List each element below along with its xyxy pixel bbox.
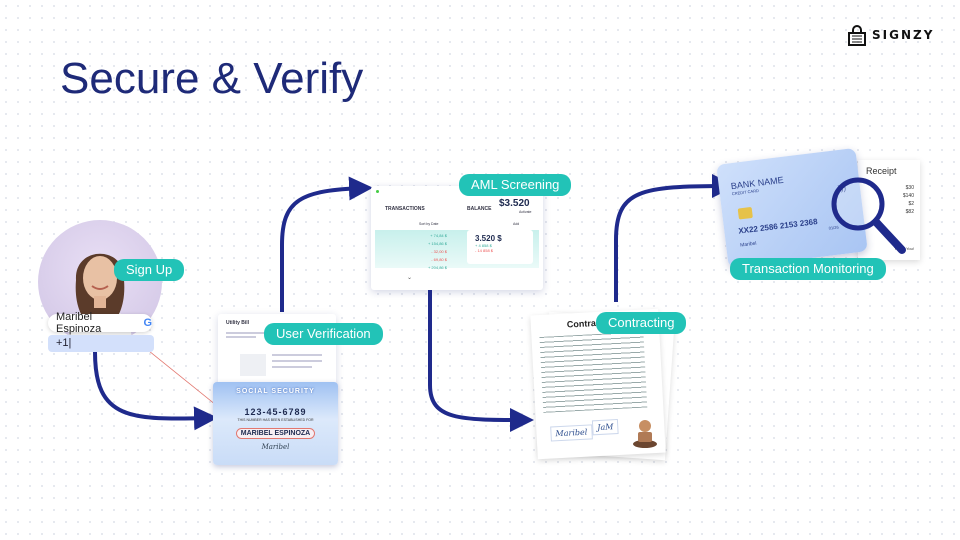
aml-summary-value: 3.520 $ xyxy=(475,234,502,243)
connector-aml-to-contract xyxy=(428,290,534,432)
balance-label: BALANCE xyxy=(467,206,492,212)
aml-in-value: + 4 858 $ xyxy=(475,243,492,248)
page-title: Secure & Verify xyxy=(60,54,364,103)
google-icon: G xyxy=(143,317,152,329)
receipt-amount: $140 xyxy=(902,193,914,199)
transaction-amount: - 69,80 $ xyxy=(431,257,447,262)
brand-name: SIGNZY xyxy=(872,28,935,42)
receipt-title: Receipt xyxy=(866,166,897,176)
card-holder: Maribel xyxy=(739,240,757,249)
step-sign-up: Sign Up xyxy=(114,259,185,281)
step-aml-screening: AML Screening xyxy=(459,174,572,196)
receipt-document: Receipt $30 $140 $2 $82 Thank You! xyxy=(858,160,920,260)
step-contracting: Contracting xyxy=(596,312,687,334)
ssn-banner: SOCIAL SECURITY xyxy=(236,388,315,395)
signup-name: Maribel Espinoza xyxy=(56,311,102,335)
utility-bill-title: Utility Bill xyxy=(226,320,250,326)
transaction-amount: + 74,84 $ xyxy=(430,233,447,238)
transaction-amount: + 154,86 $ xyxy=(427,241,447,246)
step-user-verification: User Verification xyxy=(264,323,383,345)
card-number: XX22 2586 2153 2368 xyxy=(737,217,819,236)
contract-document: Contrac Maribel JaM xyxy=(530,308,675,461)
ssn-established-text: THIS NUMBER HAS BEEN ESTABLISHED FOR xyxy=(237,418,314,422)
brand-logo: SIGNZY xyxy=(846,24,934,46)
step-transaction-monitoring: Transaction Monitoring xyxy=(730,258,886,280)
transaction-amount: + 204,86 $ xyxy=(427,265,447,270)
connector-signup-to-verification xyxy=(93,351,218,431)
lock-icon xyxy=(848,25,866,46)
transaction-amount: - 32,00 $ xyxy=(431,249,447,254)
receipt-amount: $30 xyxy=(905,185,914,191)
add-control[interactable]: Add xyxy=(513,222,520,226)
aml-transactions-panel: TRANSACTIONS BALANCE $3.520 Activate Sor… xyxy=(371,186,543,290)
magnifier-icon xyxy=(831,177,906,254)
balance-note: Activate xyxy=(519,210,532,214)
balance-value: $3.520 xyxy=(499,198,530,209)
contract-signature-right: JaM xyxy=(591,418,619,436)
signup-name-field[interactable]: Maribel Espinoza G xyxy=(48,311,152,335)
receipt-amount: $82 xyxy=(905,209,914,215)
contract-signature-left: Maribel xyxy=(550,424,593,442)
ssn-holder-name: MARIBEL ESPINOZA xyxy=(235,428,316,439)
chevron-down-icon[interactable]: ⌄ xyxy=(407,275,413,281)
ssn-number: 123-45-6789 xyxy=(244,407,307,417)
transactions-label: TRANSACTIONS xyxy=(385,206,425,212)
stamp-icon xyxy=(633,420,657,448)
connector-verification-to-aml xyxy=(280,176,373,312)
ssn-signature: Maribel xyxy=(261,443,290,451)
phone-input[interactable]: +1| xyxy=(48,335,154,352)
connector-contract-to-monitoring xyxy=(614,174,736,302)
receipt-amount: $2 xyxy=(908,201,914,207)
aml-out-value: - 14 858 $ xyxy=(475,248,494,253)
card-chip-icon xyxy=(737,206,753,220)
sort-control[interactable]: Sort by Date xyxy=(419,222,439,226)
social-security-card: SOCIAL SECURITY 123-45-6789 THIS NUMBER … xyxy=(213,382,338,465)
